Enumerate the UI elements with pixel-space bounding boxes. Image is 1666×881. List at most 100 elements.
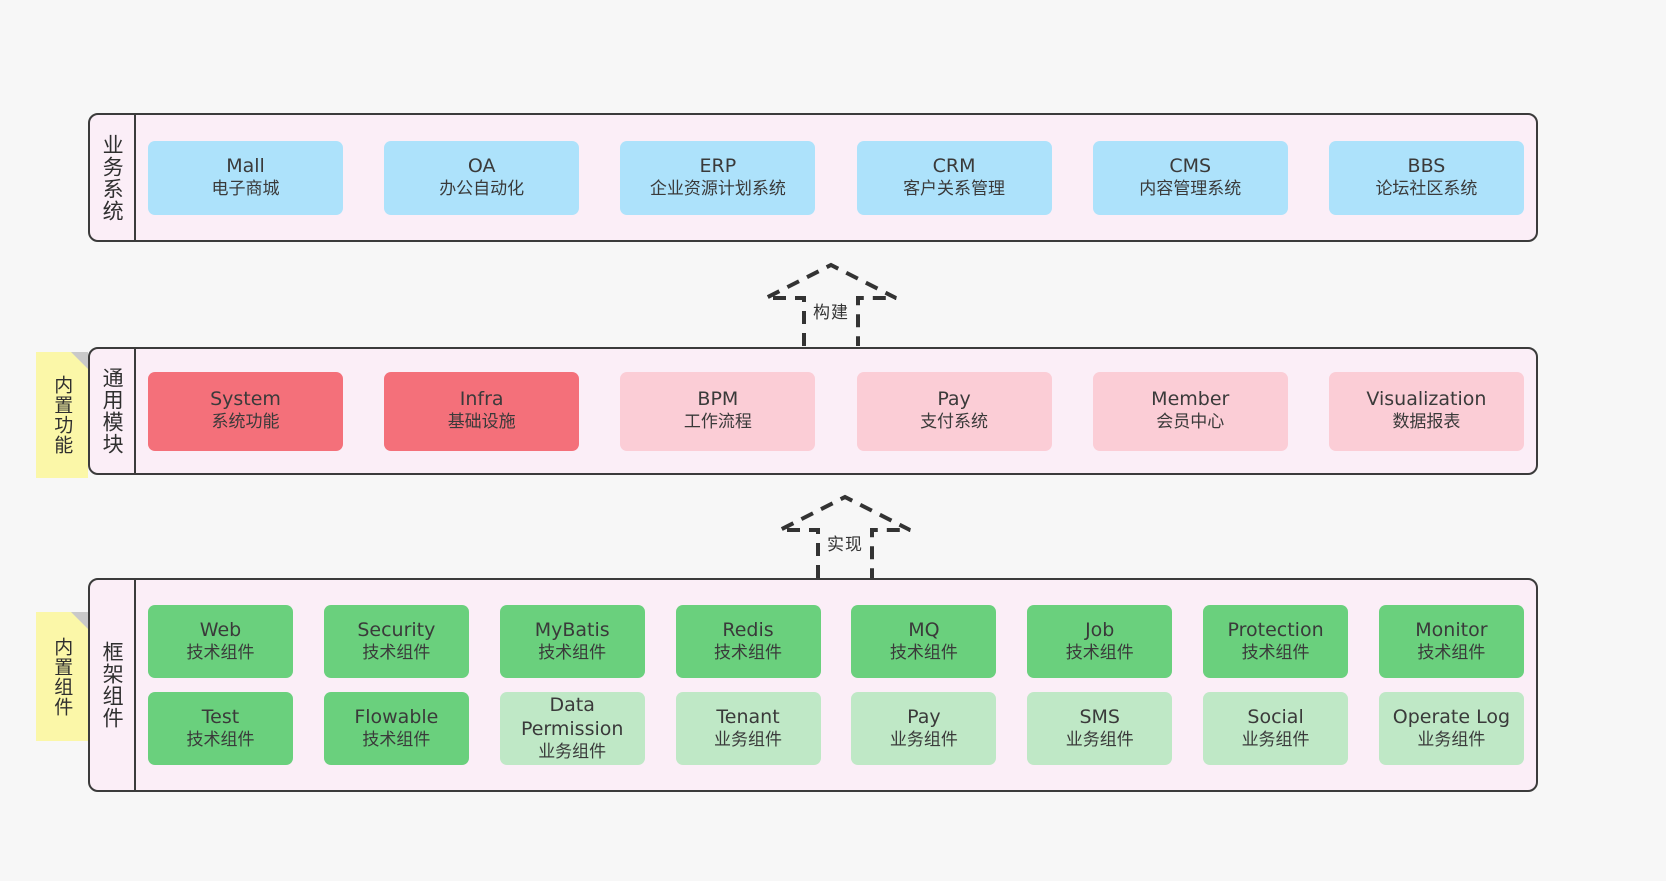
layer-common-modules: 通用模块 System 系统功能 Infra 基础设施 BPM 工作流程 Pay… xyxy=(88,347,1538,475)
note-fold-icon xyxy=(71,352,88,369)
card-title-cn: 支付系统 xyxy=(920,412,989,433)
framework-row-technical: Web 技术组件 Security 技术组件 MyBatis 技术组件 Redi… xyxy=(148,605,1524,678)
module-card-pay[interactable]: Pay 支付系统 xyxy=(856,371,1052,451)
card-title-en: MyBatis xyxy=(534,618,610,641)
connector-build-label: 构建 xyxy=(813,303,849,323)
card-title-cn: 办公自动化 xyxy=(439,178,525,199)
card-title-cn: 企业资源计划系统 xyxy=(649,178,786,199)
card-title-cn: 技术组件 xyxy=(889,642,958,663)
card-title-en: Monitor xyxy=(1415,618,1488,641)
layer-business-systems-title: 业务系统 xyxy=(90,115,136,240)
component-card-monitor[interactable]: Monitor 技术组件 xyxy=(1378,605,1524,678)
card-title-cn: 技术组件 xyxy=(538,642,607,663)
card-title-en: Web xyxy=(199,618,242,641)
card-title-en: Job xyxy=(1085,618,1115,641)
module-card-infra[interactable]: Infra 基础设施 xyxy=(384,371,580,451)
connector-implement: 实现 xyxy=(770,492,920,584)
component-card-operate-log[interactable]: Operate Log 业务组件 xyxy=(1378,692,1524,765)
component-card-flowable[interactable]: Flowable 技术组件 xyxy=(323,692,469,765)
card-title-en: Visualization xyxy=(1366,388,1487,411)
card-title-en: Pay xyxy=(907,705,941,728)
card-title-cn: 业务组件 xyxy=(1417,729,1486,750)
connector-implement-label: 实现 xyxy=(827,535,863,555)
card-title-cn: 论坛社区系统 xyxy=(1375,178,1478,199)
business-card-bbs[interactable]: BBS 论坛社区系统 xyxy=(1328,140,1524,215)
layer-framework-components-body: Web 技术组件 Security 技术组件 MyBatis 技术组件 Redi… xyxy=(136,580,1536,790)
component-card-data-permission[interactable]: Data Permission 业务组件 xyxy=(499,692,645,765)
card-title-en: Social xyxy=(1247,705,1304,728)
connector-build: 构建 xyxy=(756,260,906,352)
card-title-cn: 技术组件 xyxy=(1065,642,1134,663)
module-card-system[interactable]: System 系统功能 xyxy=(148,371,343,451)
business-card-oa[interactable]: OA 办公自动化 xyxy=(384,140,580,215)
note-builtin-components-label: 内置组件 xyxy=(51,636,74,717)
layer-common-modules-title: 通用模块 xyxy=(90,349,136,473)
card-title-en: ERP xyxy=(699,154,737,177)
card-title-cn: 技术组件 xyxy=(1417,642,1486,663)
card-title-en: Data Permission xyxy=(520,693,624,740)
component-card-pay[interactable]: Pay 业务组件 xyxy=(851,692,997,765)
layer-business-systems-body: Mall 电子商城 OA 办公自动化 ERP 企业资源计划系统 CRM 客户关系… xyxy=(136,115,1536,240)
note-fold-icon xyxy=(71,612,88,629)
card-title-cn: 数据报表 xyxy=(1392,412,1461,433)
card-title-cn: 客户关系管理 xyxy=(903,178,1006,199)
card-title-en: Test xyxy=(201,705,240,728)
component-card-security[interactable]: Security 技术组件 xyxy=(323,605,469,678)
module-card-visualization[interactable]: Visualization 数据报表 xyxy=(1328,371,1524,451)
component-card-test[interactable]: Test 技术组件 xyxy=(148,692,293,765)
component-card-social[interactable]: Social 业务组件 xyxy=(1203,692,1349,765)
card-title-en: Member xyxy=(1151,388,1230,411)
card-title-cn: 技术组件 xyxy=(714,642,783,663)
card-title-en: Operate Log xyxy=(1392,705,1511,728)
card-title-en: Security xyxy=(357,618,436,641)
card-title-en: CRM xyxy=(932,154,976,177)
component-card-mq[interactable]: MQ 技术组件 xyxy=(851,605,997,678)
card-title-en: Tenant xyxy=(716,705,780,728)
note-builtin-components: 内置组件 xyxy=(36,612,88,741)
card-title-cn: 会员中心 xyxy=(1156,412,1225,433)
card-title-cn: 系统功能 xyxy=(211,412,280,433)
card-title-en: OA xyxy=(467,154,496,177)
card-title-en: BBS xyxy=(1407,154,1446,177)
card-title-cn: 电子商城 xyxy=(211,178,280,199)
component-card-tenant[interactable]: Tenant 业务组件 xyxy=(675,692,821,765)
module-card-member[interactable]: Member 会员中心 xyxy=(1092,371,1288,451)
business-card-cms[interactable]: CMS 内容管理系统 xyxy=(1092,140,1288,215)
business-card-erp[interactable]: ERP 企业资源计划系统 xyxy=(620,140,816,215)
component-card-mybatis[interactable]: MyBatis 技术组件 xyxy=(499,605,645,678)
card-title-cn: 技术组件 xyxy=(1241,642,1310,663)
card-title-cn: 技术组件 xyxy=(186,729,255,750)
layer-framework-components-title: 框架组件 xyxy=(90,580,136,790)
layer-common-modules-body: System 系统功能 Infra 基础设施 BPM 工作流程 Pay 支付系统… xyxy=(136,349,1536,473)
card-title-en: MQ xyxy=(908,618,940,641)
card-title-cn: 技术组件 xyxy=(186,642,255,663)
component-card-redis[interactable]: Redis 技术组件 xyxy=(675,605,821,678)
note-builtin-features-label: 内置功能 xyxy=(51,375,74,455)
component-card-job[interactable]: Job 技术组件 xyxy=(1027,605,1173,678)
card-title-cn: 业务组件 xyxy=(889,729,958,750)
module-card-bpm[interactable]: BPM 工作流程 xyxy=(620,371,816,451)
card-title-en: System xyxy=(210,388,281,411)
card-title-cn: 内容管理系统 xyxy=(1139,178,1242,199)
card-title-cn: 工作流程 xyxy=(683,412,752,433)
card-title-en: Protection xyxy=(1227,618,1324,641)
component-card-protection[interactable]: Protection 技术组件 xyxy=(1203,605,1349,678)
layer-business-systems: 业务系统 Mall 电子商城 OA 办公自动化 ERP 企业资源计划系统 CRM… xyxy=(88,113,1538,242)
connector-build-arrow-icon xyxy=(765,262,897,346)
card-title-cn: 业务组件 xyxy=(1241,729,1310,750)
card-title-cn: 技术组件 xyxy=(362,729,431,750)
card-title-en: Infra xyxy=(459,388,504,411)
card-title-en: CMS xyxy=(1169,154,1212,177)
business-card-crm[interactable]: CRM 客户关系管理 xyxy=(856,140,1052,215)
component-card-sms[interactable]: SMS 业务组件 xyxy=(1027,692,1173,765)
component-card-web[interactable]: Web 技术组件 xyxy=(148,605,293,678)
card-title-en: BPM xyxy=(697,388,739,411)
card-title-en: Redis xyxy=(722,618,774,641)
business-card-mall[interactable]: Mall 电子商城 xyxy=(148,140,343,215)
card-title-cn: 业务组件 xyxy=(1065,729,1134,750)
card-title-cn: 基础设施 xyxy=(447,412,516,433)
card-title-cn: 业务组件 xyxy=(714,729,783,750)
card-title-cn: 技术组件 xyxy=(362,642,431,663)
card-title-en: SMS xyxy=(1079,705,1120,728)
